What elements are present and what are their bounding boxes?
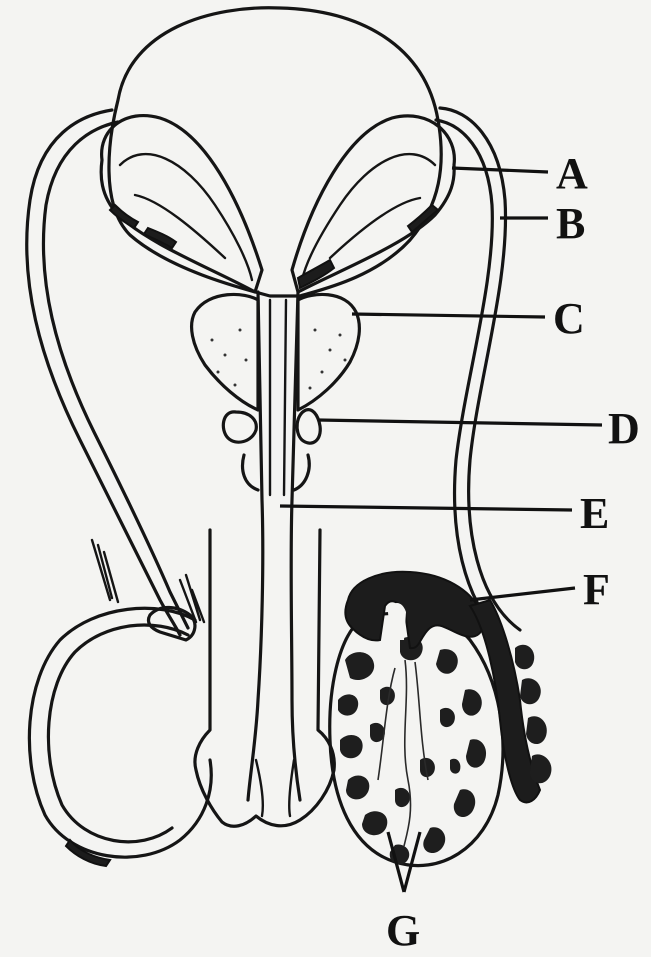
penis — [195, 530, 334, 826]
bulbourethral-glands — [223, 410, 320, 444]
label-c: C — [553, 294, 585, 343]
label-d: D — [608, 404, 640, 453]
prostate-gland — [192, 294, 360, 410]
leader-line-g2 — [404, 832, 420, 892]
label-a: A — [556, 149, 588, 198]
leader-line-e — [280, 506, 572, 510]
urinary-bladder — [109, 8, 441, 296]
leader-line-f — [470, 588, 575, 600]
epididymis-right — [345, 572, 551, 803]
label-g: G — [386, 906, 420, 955]
seminiferous-tubules — [338, 637, 486, 865]
testis-left — [29, 607, 211, 866]
label-f: F — [583, 565, 610, 614]
leader-line-c — [352, 314, 545, 317]
testis-right — [330, 613, 503, 865]
seminal-vesicle-right — [292, 116, 454, 292]
vas-deferens-left — [27, 110, 188, 635]
label-e: E — [580, 489, 609, 538]
vas-deferens-right — [436, 108, 520, 640]
label-b: B — [556, 199, 585, 248]
leader-line-a — [452, 168, 548, 172]
labels: A B C D E F G — [386, 149, 640, 955]
